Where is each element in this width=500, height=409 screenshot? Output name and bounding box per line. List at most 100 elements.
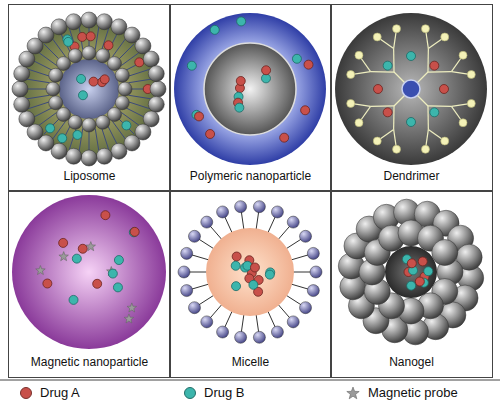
drug-b-dot [232, 282, 241, 291]
drug-a-dot [86, 32, 95, 41]
dendrimer-branch [371, 71, 394, 73]
micelle-drawing [178, 201, 322, 344]
dendrimer-drawing [335, 13, 487, 165]
legend-item: Magnetic probe [346, 385, 458, 400]
drug-b-dot [129, 228, 138, 237]
drug-a-dot [100, 75, 109, 84]
drug-a-dot [135, 58, 144, 67]
drug-b-dot [249, 280, 258, 289]
drug-b-dot [122, 121, 131, 130]
dendrimer-body [335, 13, 487, 165]
lipid-head [111, 143, 127, 159]
lipid-tail [25, 89, 49, 90]
lipid-tail [28, 101, 51, 108]
surfactant-head [271, 206, 283, 218]
dendrimer-branch [428, 71, 451, 73]
drug-b-dot [231, 261, 240, 270]
dendrimer-end-group [459, 51, 467, 59]
magnetic-probe-star [127, 303, 137, 312]
legend-text: Magnetic probe [368, 385, 458, 400]
legend-text: Drug A [40, 385, 80, 400]
magnetic-drawing [12, 195, 166, 349]
particle-label: Magnetic nanoparticle [9, 355, 170, 370]
lipid-head [57, 57, 71, 71]
drug-a-dot [374, 85, 383, 94]
surfactant-head [310, 266, 322, 278]
lipid-head [51, 19, 67, 35]
surfactant-head [307, 247, 319, 259]
lipid-head [82, 46, 96, 60]
lipid-head [82, 118, 96, 132]
dendrimer-end-group [393, 145, 401, 153]
polymeric-drawing [174, 13, 326, 165]
particle-cell: Liposome [8, 4, 171, 192]
drug-a-dot [430, 61, 439, 70]
drug-a-dot [250, 263, 259, 272]
dendrimer-end-group [393, 25, 401, 33]
surfactant-head [181, 247, 193, 259]
surfactant-head [235, 331, 247, 343]
lipid-head [57, 107, 71, 121]
drug-a-dot [89, 77, 98, 86]
gel-cavity [385, 246, 437, 298]
particle-cell: Micelle [169, 190, 332, 378]
surfactant-head [287, 316, 299, 328]
legend-swatch [184, 387, 196, 399]
lipid-head [96, 115, 110, 129]
particle-label: Dendrimer [331, 169, 492, 184]
drug-a-dot [59, 238, 68, 247]
magnetic-probe-star [124, 314, 134, 323]
drug-a-dot [407, 259, 416, 268]
lipid-head [12, 81, 28, 97]
dendrimer-branch [427, 106, 429, 129]
lipid-head [150, 81, 166, 97]
drug-b-dot [77, 74, 86, 83]
legend-item: Drug A [20, 385, 80, 400]
surfactant-head [181, 285, 193, 297]
lipid-head [118, 82, 132, 96]
drug-b-dot [113, 283, 122, 292]
drug-a-dot [101, 211, 110, 220]
drug-b-dot [407, 281, 416, 290]
drug-b-dot [261, 74, 270, 83]
drug-a-dot [301, 106, 310, 115]
lipid-head [49, 68, 63, 82]
lipid-head [46, 82, 60, 96]
magnetic-body [12, 195, 166, 349]
lipid-tail [129, 95, 153, 99]
lipid-tail [37, 113, 56, 127]
dendrimer-branch [393, 49, 395, 72]
drug-b-dot [78, 91, 87, 100]
particle-label: Polymeric nanoparticle [170, 169, 331, 184]
lipid-head [14, 96, 30, 112]
lipid-tail [125, 107, 146, 118]
surfactant-head [253, 201, 265, 213]
particle-cell: Dendrimer [330, 4, 493, 192]
surfactant-head [217, 326, 229, 338]
legend-star [346, 386, 360, 400]
liposome-drawing [12, 12, 166, 166]
drug-b-dot [69, 295, 78, 304]
drug-b-dot [265, 270, 274, 279]
drug-a-dot [236, 76, 245, 85]
dendrimer-end-group [373, 137, 381, 145]
micelle-core [206, 228, 294, 316]
lipid-head [107, 57, 121, 71]
dendrimer-end-group [347, 99, 355, 107]
surfactant-head [253, 331, 265, 343]
drug-a-dot [43, 279, 52, 288]
drug-b-dot [114, 256, 123, 265]
lipid-tail [95, 26, 99, 50]
drug-a-dot [280, 133, 289, 142]
legend: Drug A Drug B Magnetic probe [8, 382, 492, 406]
drug-b-dot [383, 61, 392, 70]
lipid-tail [107, 125, 118, 146]
dendrimer-branch [393, 106, 395, 129]
surfactant-head [188, 230, 200, 242]
drug-a-dot [440, 85, 449, 94]
surfactant-head [217, 206, 229, 218]
surfactant-head [300, 230, 312, 242]
legend-item: Drug B [184, 385, 244, 400]
